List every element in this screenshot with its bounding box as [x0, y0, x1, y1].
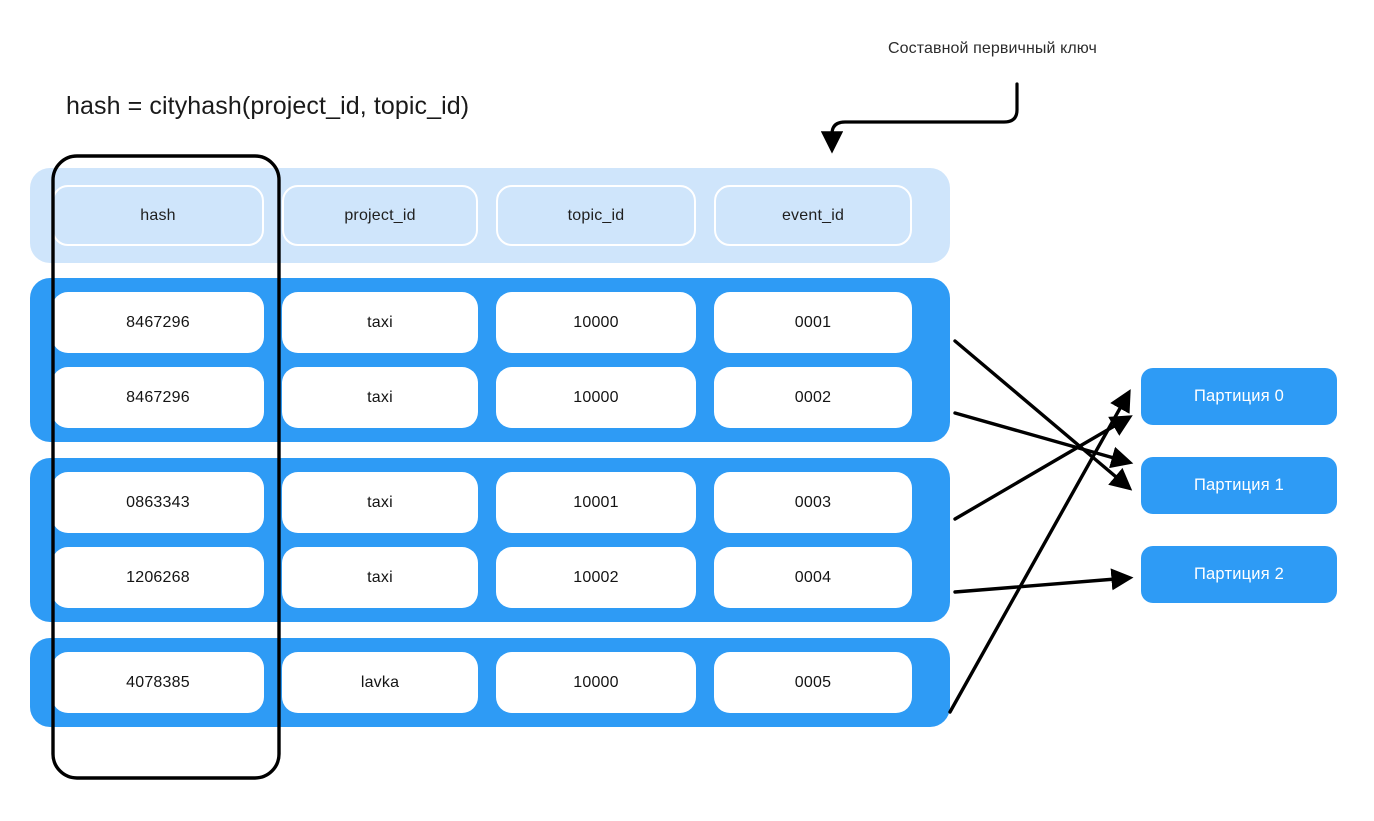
cell-topic-id: 10002: [496, 547, 696, 608]
cell-topic-id: 10000: [496, 292, 696, 353]
table-row: 1206268 taxi 10002 0004: [52, 547, 928, 608]
table-row: 4078385 lavka 10000 0005: [52, 652, 928, 713]
cell-hash: 8467296: [52, 292, 264, 353]
cell-project-id: taxi: [282, 547, 478, 608]
hash-formula-label: hash = cityhash(project_id, topic_id): [66, 92, 470, 120]
cell-event-id: 0002: [714, 367, 912, 428]
cell-project-id: lavka: [282, 652, 478, 713]
row-group-0: 8467296 taxi 10000 0001 8467296 taxi 100…: [30, 278, 950, 442]
annotation-elbow-arrow: [820, 82, 1019, 154]
primary-key-bracket: [51, 154, 281, 780]
cell-project-id: taxi: [282, 472, 478, 533]
cell-event-id: 0003: [714, 472, 912, 533]
composite-primary-key-label: Составной первичный ключ: [888, 40, 1097, 57]
table-row: 0863343 taxi 10001 0003: [52, 472, 928, 533]
cell-hash: 8467296: [52, 367, 264, 428]
partition-box-0[interactable]: Партиция 0: [1141, 368, 1337, 425]
column-header-topic-id: topic_id: [496, 185, 696, 246]
table-header-row: hash project_id topic_id event_id: [30, 168, 950, 263]
column-header-project-id: project_id: [282, 185, 478, 246]
partition-box-2[interactable]: Партиция 2: [1141, 546, 1337, 603]
partition-label: Партиция 0: [1194, 387, 1284, 405]
table-row: 8467296 taxi 10000 0002: [52, 367, 928, 428]
arrow-row-0004-to-partition-2: [953, 568, 1134, 594]
row-group-2: 4078385 lavka 10000 0005: [30, 638, 950, 727]
events-table: hash project_id topic_id event_id 846729…: [30, 168, 950, 743]
cell-event-id: 0001: [714, 292, 912, 353]
cell-event-id: 0004: [714, 547, 912, 608]
table-row: 8467296 taxi 10000 0001: [52, 292, 928, 353]
column-header-hash: hash: [52, 185, 264, 246]
cell-project-id: taxi: [282, 292, 478, 353]
header-cells: hash project_id topic_id event_id: [52, 185, 928, 246]
partition-label: Партиция 2: [1194, 565, 1284, 583]
cell-project-id: taxi: [282, 367, 478, 428]
arrow-row-0002-to-partition-1: [953, 411, 1134, 469]
cell-hash: 1206268: [52, 547, 264, 608]
arrow-row-0003-to-partition-0: [953, 415, 1133, 521]
partition-label: Партиция 1: [1194, 476, 1284, 494]
arrow-row-0001-to-partition-1: [953, 339, 1133, 491]
cell-topic-id: 10001: [496, 472, 696, 533]
cell-topic-id: 10000: [496, 652, 696, 713]
column-header-event-id: event_id: [714, 185, 912, 246]
partition-box-1[interactable]: Партиция 1: [1141, 457, 1337, 514]
cell-hash: 0863343: [52, 472, 264, 533]
cell-topic-id: 10000: [496, 367, 696, 428]
cell-hash: 4078385: [52, 652, 264, 713]
arrow-row-0005-to-partition-0: [948, 389, 1131, 714]
cell-event-id: 0005: [714, 652, 912, 713]
row-group-1: 0863343 taxi 10001 0003 1206268 taxi 100…: [30, 458, 950, 622]
